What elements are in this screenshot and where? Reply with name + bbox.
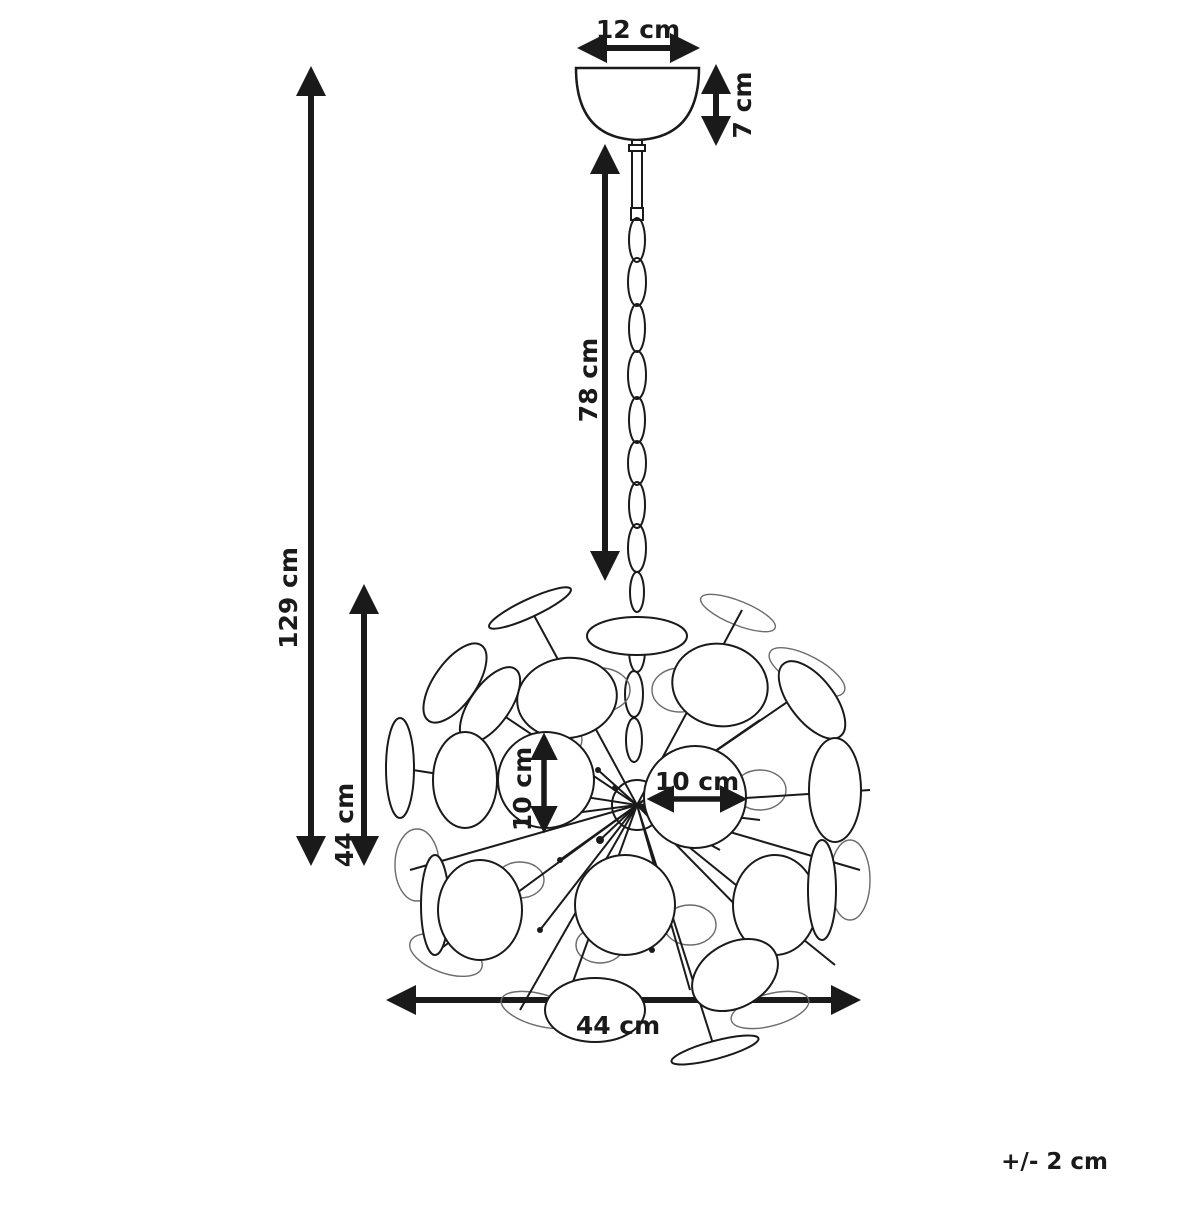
- tolerance-note: +/- 2 cm: [1001, 1149, 1108, 1175]
- disc: [691, 937, 779, 1013]
- pendant-lamp: [385, 586, 871, 1066]
- disc: [488, 586, 572, 630]
- shade-width-label: 44 cm: [576, 1011, 660, 1040]
- disc: [574, 854, 676, 956]
- shade-height-label: 44 cm: [330, 783, 359, 867]
- disc: [432, 731, 498, 829]
- disc: [670, 1034, 760, 1066]
- disc: [586, 616, 688, 656]
- disc: [808, 737, 862, 843]
- canopy-height-label: 7 cm: [728, 72, 757, 139]
- disc: [671, 642, 769, 728]
- total-height-label: 129 cm: [274, 547, 303, 649]
- disc-height-label: 10 cm: [508, 747, 537, 831]
- canopy-width-label: 12 cm: [596, 15, 680, 44]
- chain-length-label: 78 cm: [574, 338, 603, 422]
- ceiling-canopy: [574, 66, 701, 142]
- suspension-chain: [624, 139, 647, 763]
- disc-width-label: 10 cm: [655, 767, 739, 796]
- disc: [807, 839, 837, 941]
- disc: [385, 717, 415, 819]
- disc: [516, 656, 618, 740]
- disc: [777, 660, 847, 740]
- disc: [437, 859, 523, 961]
- disc: [544, 977, 646, 1043]
